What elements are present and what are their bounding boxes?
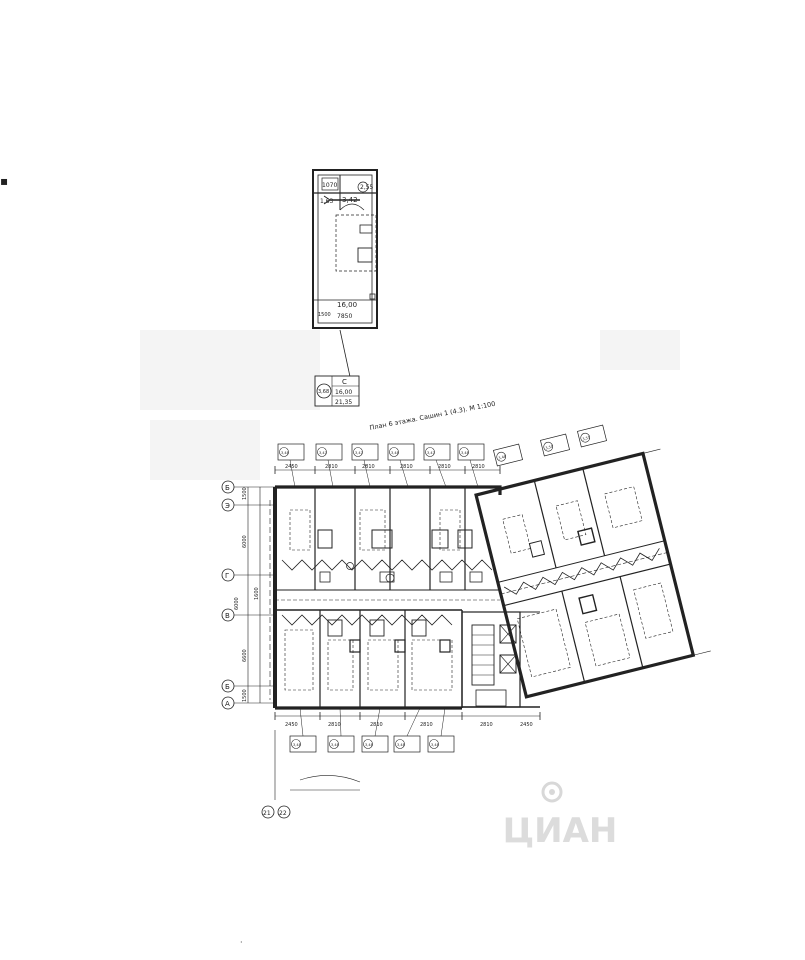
top-tag-6-number: 3,48 [461, 451, 469, 455]
unit-plan-labels: 1070 2,55 1,63 3,42 16,00 7850 1500 [318, 182, 374, 320]
left-dim-3: 1600 [254, 587, 260, 600]
extent-dim: 6000 [234, 597, 240, 610]
unit-plan [312, 169, 378, 329]
unit-dim-1500: 1500 [318, 312, 331, 318]
top-tag-9-number: 3,51 [582, 436, 591, 442]
bottom-dim-6: 2450 [520, 722, 533, 728]
top-dim-2: 2810 [325, 464, 338, 470]
top-tag-7: 3,48 [493, 443, 523, 467]
bottom-tag-2: 3,48 [327, 707, 355, 753]
bottom-dim-2: 2810 [328, 722, 341, 728]
top-dim-5: 2810 [438, 464, 451, 470]
unit-area-label: 16,00 [337, 301, 357, 309]
stray-dot: · [240, 938, 243, 947]
axis-label-4: В [225, 612, 230, 620]
unit-dim-255: 2,55 [360, 184, 374, 191]
bottom-dim-3: 2810 [370, 722, 383, 728]
top-tag-8-number: 3,50 [545, 445, 554, 451]
axis-label-1: Б [225, 484, 230, 492]
left-dim-2: 6000 [242, 535, 248, 548]
top-tag-8: 3,50 [540, 433, 570, 457]
top-dim-6: 2810 [472, 464, 485, 470]
floor-plan-title: План 6 этажа. Сашин 1 (4.3). М 1:100 [369, 400, 496, 432]
top-dim-4: 2810 [400, 464, 413, 470]
bottom-tag-3: 3,48 [361, 707, 389, 753]
top-tag-4: 3,48 [387, 443, 415, 488]
unit-dim-342: 3,42 [342, 196, 358, 204]
top-tag-1-number: 3,48 [281, 451, 289, 455]
bottom-tag-1-number: 3,48 [293, 743, 301, 747]
main-floor-plan [269, 448, 711, 710]
callout-total: 21,35 [335, 399, 352, 406]
bottom-tag-5-number: 3,48 [431, 743, 439, 747]
top-tag-4-number: 3,48 [391, 451, 399, 455]
dim-ticks-bottom [274, 712, 541, 720]
bottom-dimensions: 2450 2810 2810 2810 2810 2450 [285, 722, 533, 728]
callout-number: 3,68 [318, 389, 329, 395]
callout-area: 16,00 [335, 389, 352, 396]
top-tag-3: 3,47 [351, 443, 379, 488]
scan-noise [140, 330, 680, 480]
left-dim-4: 6600 [242, 649, 248, 662]
axis-lines [232, 469, 540, 800]
axis-label-5: Б [225, 683, 230, 691]
watermark: ЦИАН [503, 781, 618, 851]
watermark-text: ЦИАН [503, 811, 618, 851]
top-tag-2-number: 3,47 [319, 451, 327, 455]
top-tag-3-number: 3,47 [355, 451, 363, 455]
bottom-dim-1: 2450 [285, 722, 298, 728]
unit-dim-163: 1,63 [320, 198, 334, 205]
bottom-tag-3-number: 3,48 [365, 743, 373, 747]
bottom-tag-1: 3,48 [289, 707, 317, 753]
axis-label-6: А [225, 700, 230, 708]
top-tag-6: 3,48 [457, 443, 485, 488]
bottom-tag-2-number: 3,48 [331, 743, 339, 747]
top-tag-7-number: 3,48 [498, 455, 507, 461]
unit-callout-tag: 3,68 C 16,00 21,35 [314, 375, 360, 407]
axis-label-3: Г [225, 572, 229, 580]
dim-ticks-top [274, 466, 501, 474]
axis-label-2: Э [225, 502, 230, 510]
left-dim-1: 1500 [242, 487, 248, 500]
bottom-dim-5: 2810 [480, 722, 493, 728]
left-dim-5: 1500 [242, 689, 248, 702]
bottom-tag-4: 3,48 [393, 707, 421, 753]
top-tag-1: 3,48 [277, 443, 305, 488]
unit-dim-1070: 1070 [322, 182, 337, 189]
bottom-tag-4-number: 3,48 [397, 743, 405, 747]
bottom-callout-tags: 3,48 3,48 3,48 3,48 3,48 [289, 707, 455, 753]
top-dim-3: 2810 [362, 464, 375, 470]
stray-mark: ▪ [0, 174, 8, 188]
bottom-tag-5: 3,48 [427, 707, 455, 753]
axis-bubbles: Б Э Г В Б А 21 22 [221, 480, 291, 819]
top-tag-2: 3,47 [315, 443, 343, 488]
left-dimensions: 1500 6000 1600 6600 1500 6000 [234, 487, 260, 702]
top-tag-9: 3,51 [577, 424, 607, 448]
top-callout-tags: 3,48 3,47 3,47 3,48 3,47 [277, 424, 607, 488]
top-tag-5: 3,47 [423, 443, 451, 488]
unit-dim-7850: 7850 [337, 313, 352, 320]
top-tag-5-number: 3,47 [427, 451, 435, 455]
bottom-dim-4: 2810 [420, 722, 433, 728]
axis-label-21: 21 [263, 810, 271, 817]
bottom-arc [299, 775, 361, 783]
axis-label-22: 22 [279, 810, 287, 817]
callout-type: C [342, 378, 347, 386]
